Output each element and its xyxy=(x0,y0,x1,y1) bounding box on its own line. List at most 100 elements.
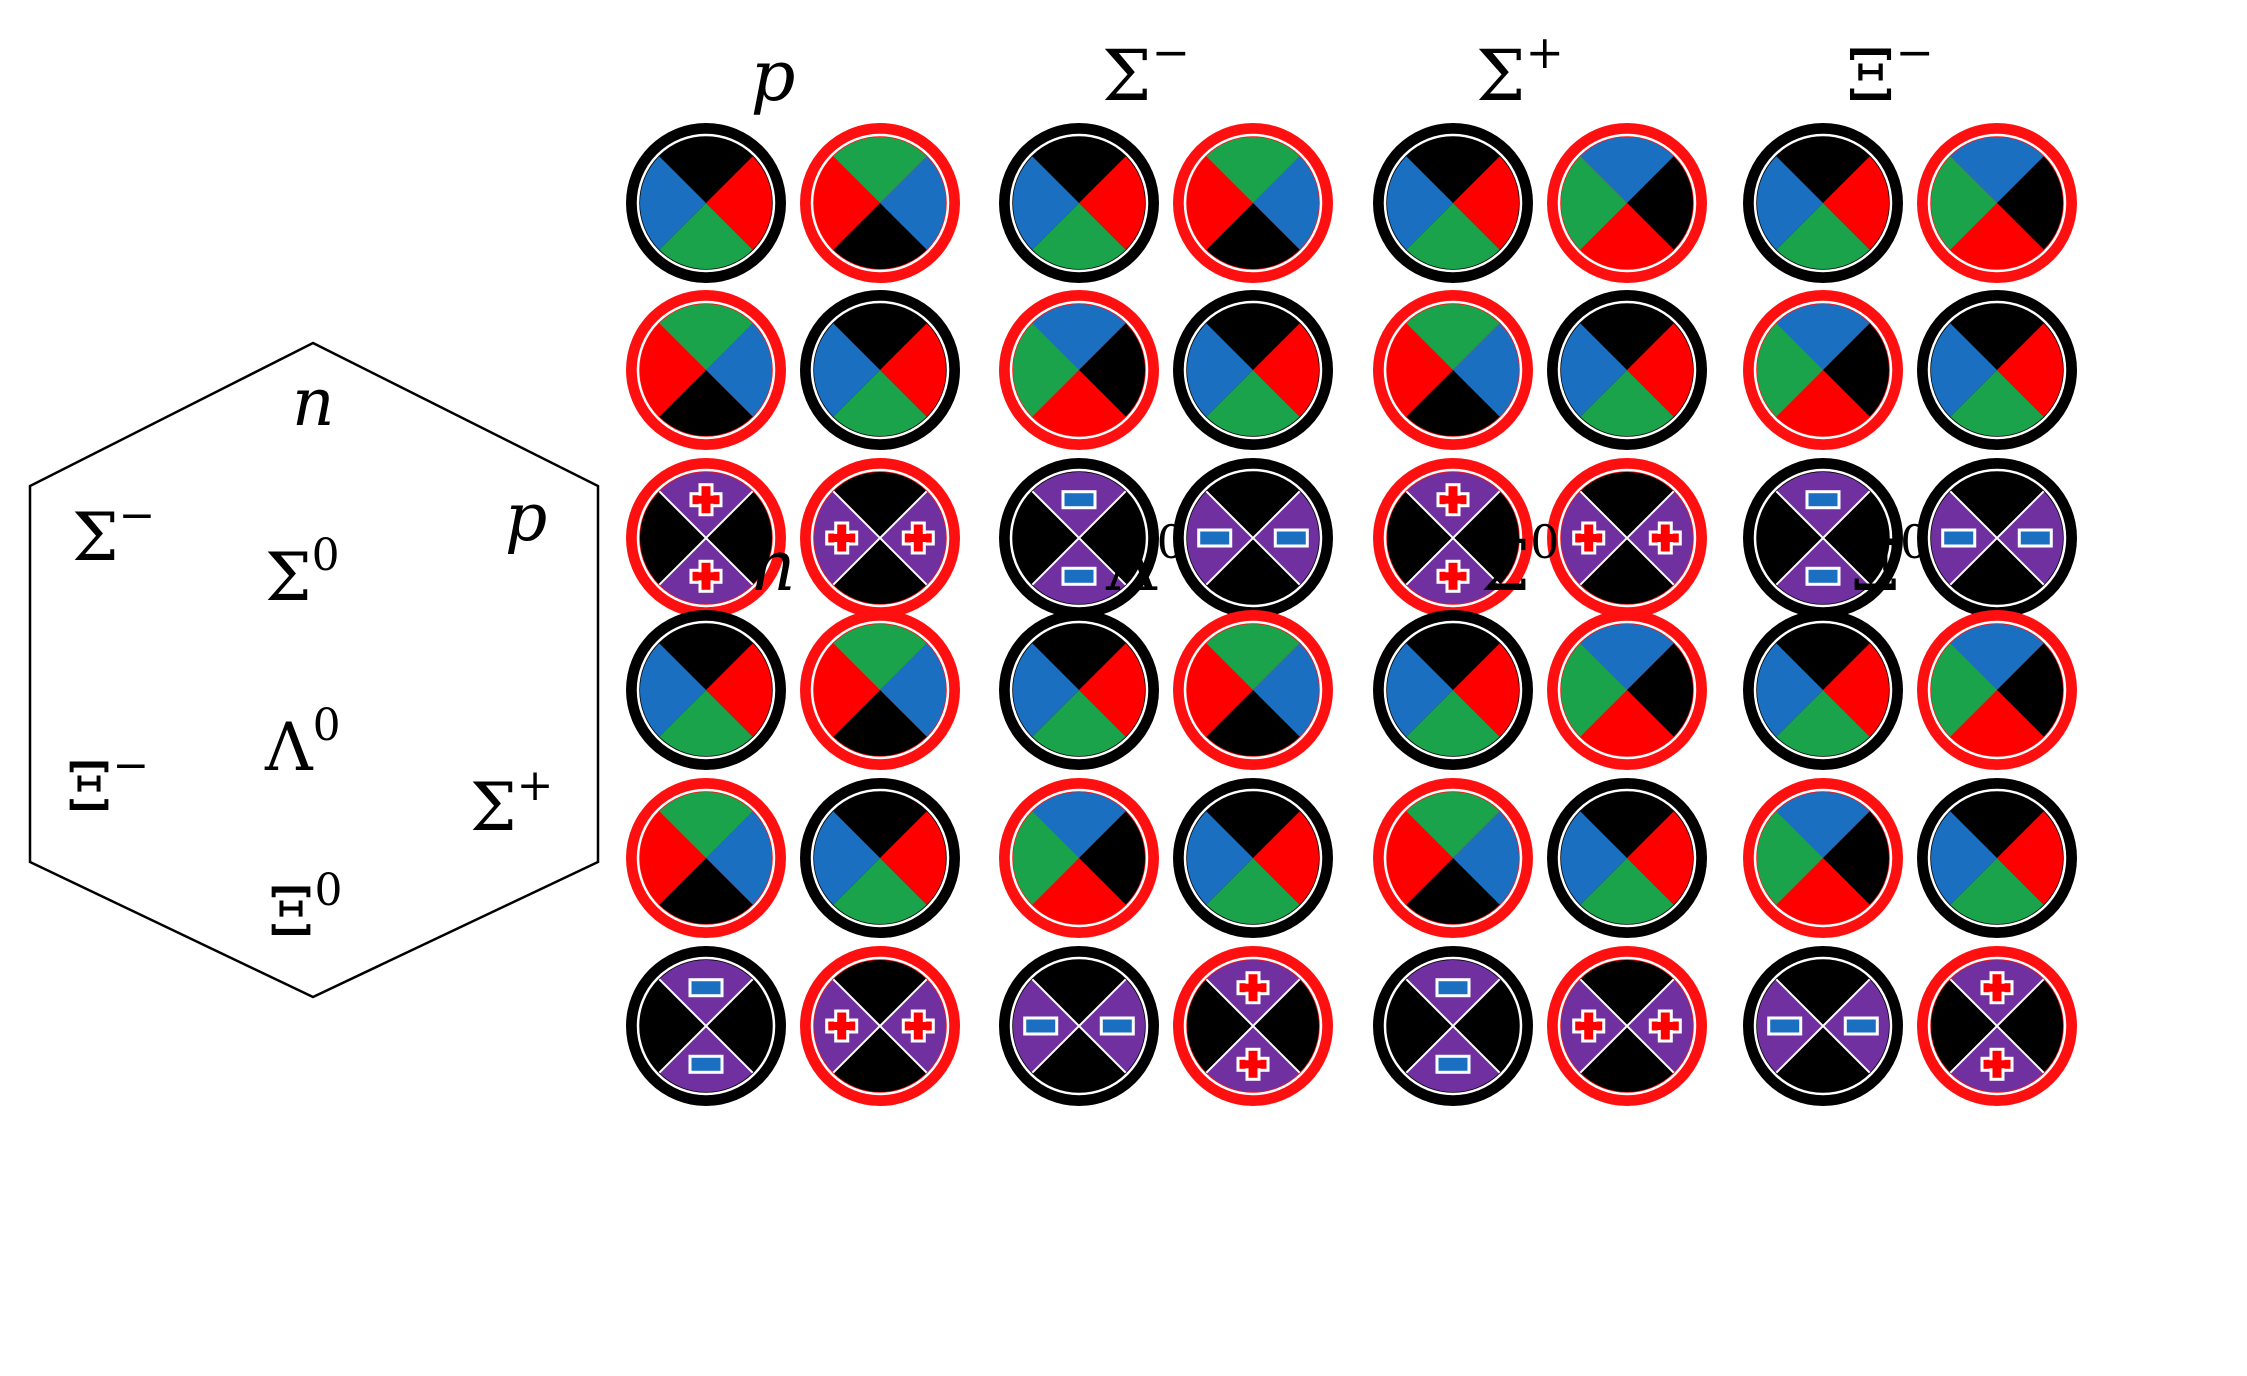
quark-disk-c6-r2-p1-inner-ring xyxy=(1557,956,1697,1096)
quark-disk-c0-r1-p0-quadrant-top xyxy=(659,304,753,370)
quark-disk-c6-r2-p0 xyxy=(1373,946,1533,1106)
quark-disk-c6-r2-p1 xyxy=(1547,946,1707,1106)
quark-disk-c4-r2-p1-inner-ring xyxy=(810,956,950,1096)
octet-hexagon-group: n Σ− p Σ0 Λ0 Ξ− Σ+ Ξ0 xyxy=(28,341,600,999)
quark-disk-c2-r2-p0-quadrant-right xyxy=(1453,491,1519,585)
baryon-column-5: Λ0 xyxy=(999,515,1333,1106)
quark-disk-c6-r0-p1-inner-ring xyxy=(1557,620,1697,760)
quark-disk-c5-r0-p1 xyxy=(1173,610,1333,770)
quark-disk-c1-r0-p1-quadrant-top xyxy=(1206,137,1300,203)
quark-disk-c6-r2-p0-quadrant-left xyxy=(1387,979,1453,1073)
quark-disk-c7-r0-p0 xyxy=(1743,610,1903,770)
quark-disk-c4-r2-p1 xyxy=(800,946,960,1106)
column-title-3: Ξ− xyxy=(1846,25,1934,117)
quark-disk-c4-r1-p0-inner-ring xyxy=(636,788,776,928)
quark-disk-c0-r2-p1-inner-ring xyxy=(810,468,950,608)
quark-disk-c3-r2-p0-minus-icon-0 xyxy=(1805,490,1841,510)
quark-disk-c2-r1-p0-quadrant-right xyxy=(1453,323,1519,417)
quark-disk-c4-r1-p1-inner-ring xyxy=(810,788,950,928)
baryon-column-3: Ξ− xyxy=(1743,25,2077,618)
quark-disk-c4-r2-p0-inner-ring xyxy=(636,956,776,1096)
quark-disk-c4-r0-p1-quadrant-bottom xyxy=(833,690,927,756)
quark-disk-c0-r1-p0-quadrant-left xyxy=(640,323,706,417)
quark-disk-c2-r1-p1-quadrant-right xyxy=(1627,323,1693,417)
quark-disk-c1-r2-p0-diag-2 xyxy=(1031,490,1127,586)
quark-disk-c0-r2-p0-plus-icon-0-core xyxy=(693,495,719,504)
quark-disk-c1-r0-p0-quadrant-left xyxy=(1013,156,1079,250)
quark-disk-c3-r0-p1-inner-ring xyxy=(1927,133,2067,273)
quark-disk-c2-r1-p0-quadrant-top xyxy=(1406,304,1500,370)
octet-label-sigma-minus: Σ− xyxy=(72,490,156,576)
quark-disk-c3-r0-p0-quadrant-left xyxy=(1757,156,1823,250)
quark-disk-c7-r2-p1 xyxy=(1917,946,2077,1106)
column-title-base: Σ xyxy=(1102,35,1152,117)
quark-disk-c0-r2-p1 xyxy=(800,458,960,618)
quark-disk-c3-r2-p0-diag-2 xyxy=(1775,490,1871,586)
quark-disk-c7-r2-p1-diag-2 xyxy=(1949,978,2045,1074)
quark-disk-c7-r2-p1-inner-ring xyxy=(1927,956,2067,1096)
quark-disk-c7-r0-p1-quadrant-left xyxy=(1931,643,1997,737)
quark-disk-c3-r0-p0-quadrant-top xyxy=(1776,137,1870,203)
quark-disk-c1-r1-p1 xyxy=(1173,290,1333,450)
quark-disk-c0-r0-p0 xyxy=(626,123,786,283)
quark-disk-c6-r2-p0-quadrant-right xyxy=(1453,979,1519,1073)
quark-disk-c2-r2-p1-plus-icon-1-core xyxy=(1652,534,1679,542)
column-title-base: n xyxy=(750,525,795,607)
quark-disk-c3-r1-p1-quadrant-top xyxy=(1950,304,2044,370)
quark-disk-c7-r1-p1-inner-ring xyxy=(1927,788,2067,928)
octet-label-sigma-zero: Σ0 xyxy=(265,530,340,616)
quark-disk-c3-r1-p1-quadrant-left xyxy=(1931,323,1997,417)
column-title-6: Σ0 xyxy=(1481,515,1560,607)
octet-hexagon xyxy=(28,341,600,999)
quark-disk-c5-r0-p1-quadrant-bottom xyxy=(1206,690,1300,756)
quark-disk-c7-r1-p1-quadrant-left xyxy=(1931,811,1997,905)
quark-disk-c7-r1-p1 xyxy=(1917,778,2077,938)
quark-disk-c5-r0-p1-quadrant-right xyxy=(1253,643,1319,737)
quark-disk-c3-r1-p1-inner-ring xyxy=(1927,300,2067,440)
quark-disk-c6-r2-p0-inner-ring xyxy=(1383,956,1523,1096)
baryon-column-2: Σ+ xyxy=(1373,25,1707,618)
quark-disk-c0-r2-p1-quadrant-bottom xyxy=(833,538,927,604)
quark-disk-c2-r0-p1-quadrant-top xyxy=(1580,137,1674,203)
quark-disk-c3-r0-p1-quadrant-bottom xyxy=(1950,203,2044,269)
quark-disk-c1-r2-p0-inner-ring xyxy=(1009,468,1149,608)
quark-disk-c7-r2-p0-inner-ring xyxy=(1753,956,1893,1096)
quark-disk-c4-r1-p1-quadrant-right xyxy=(880,811,946,905)
quark-disk-c5-r1-p1-quadrant-bottom xyxy=(1206,858,1300,924)
baryon-column-4: n xyxy=(626,525,960,1106)
quark-disk-c2-r1-p0-inner-ring xyxy=(1383,300,1523,440)
quark-disk-c7-r1-p1-quadrant-top xyxy=(1950,792,2044,858)
quark-disk-c0-r2-p1-quadrant-top xyxy=(833,472,927,538)
quark-disk-c5-r0-p0-quadrant-bottom xyxy=(1032,690,1126,756)
quark-disk-c7-r1-p0-quadrant-left xyxy=(1757,811,1823,905)
quark-disk-c4-r0-p1-quadrant-right xyxy=(880,643,946,737)
quark-disk-c3-r1-p1-quadrant-bottom xyxy=(1950,370,2044,436)
quark-disk-c3-r1-p0-quadrant-right xyxy=(1823,323,1889,417)
quark-disk-c6-r1-p0-quadrant-right xyxy=(1453,811,1519,905)
quark-disk-c1-r2-p1-minus-icon-1 xyxy=(1273,528,1309,548)
quark-disk-c3-r0-p0-inner-ring xyxy=(1753,133,1893,273)
quark-disk-c5-r0-p0 xyxy=(999,610,1159,770)
quark-disk-c3-r1-p0-quadrant-top xyxy=(1776,304,1870,370)
quark-disk-c6-r0-p1 xyxy=(1547,610,1707,770)
quark-disk-c6-r0-p1-quadrant-bottom xyxy=(1580,690,1674,756)
quark-disk-c5-r1-p0-quadrant-right xyxy=(1079,811,1145,905)
quark-disk-c6-r1-p0-quadrant-left xyxy=(1387,811,1453,905)
quark-disk-c1-r1-p1-inner-ring xyxy=(1183,300,1323,440)
quark-disk-c7-r2-p1-plus-icon-2-core xyxy=(1984,1060,2010,1069)
quark-disk-c6-r0-p1-quadrant-right xyxy=(1627,643,1693,737)
quark-disk-c2-r1-p1 xyxy=(1547,290,1707,450)
quark-disk-c4-r0-p0-quadrant-right xyxy=(706,643,772,737)
quark-disk-c2-r1-p0-quadrant-left xyxy=(1387,323,1453,417)
quark-disk-c1-r1-p1-quadrant-bottom xyxy=(1206,370,1300,436)
quark-disk-c4-r1-p1-quadrant-top xyxy=(833,792,927,858)
quark-disk-c0-r0-p1-inner-ring xyxy=(810,133,950,273)
quark-disk-c2-r2-p0-quadrant-left xyxy=(1387,491,1453,585)
quark-disk-c4-r2-p1-plus-icon-3-core xyxy=(828,1022,855,1030)
octet-label-xi-zero: Ξ0 xyxy=(268,865,342,951)
quark-disk-c4-r0-p0-quadrant-bottom xyxy=(659,690,753,756)
quark-disk-c6-r1-p0-quadrant-bottom xyxy=(1406,858,1500,924)
quark-disk-c4-r2-p0 xyxy=(626,946,786,1106)
quark-disk-c4-r2-p0-quadrant-right xyxy=(706,979,772,1073)
